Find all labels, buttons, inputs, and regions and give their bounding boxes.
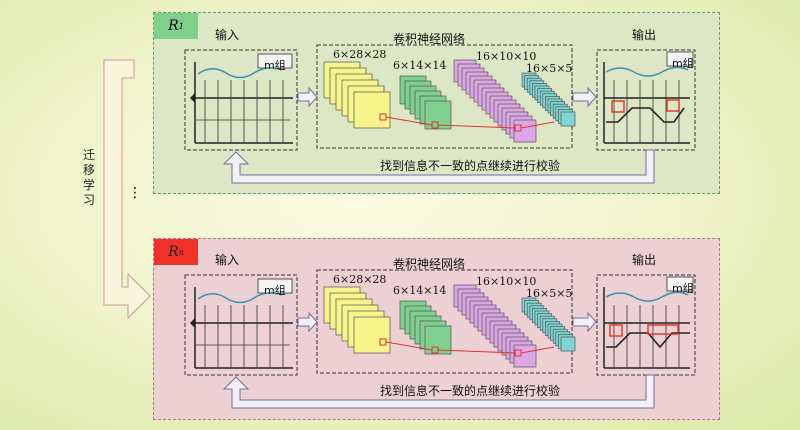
signal-wave: [605, 291, 689, 302]
output-trace: [606, 107, 685, 123]
arrow-head: [190, 93, 195, 103]
mismatch-box: [611, 100, 625, 113]
flow-arrow: [572, 86, 597, 108]
layer3-dims: 16×10×10: [476, 275, 537, 288]
feature-map-layer1: [353, 316, 391, 354]
input-label: 输入: [215, 28, 240, 42]
feedback-arrow: [222, 374, 655, 409]
conv-link: [520, 121, 555, 129]
layer1-dims: 6×28×28: [333, 48, 387, 61]
input-box: [184, 49, 298, 151]
transfer-learning-label: 迁移学习: [82, 148, 95, 207]
output-label: 输出: [632, 28, 657, 42]
feedback-label: 找到信息不一致的点继续进行校验: [380, 384, 561, 398]
layer3-dims: 16×10×10: [476, 50, 537, 63]
conv-link: [385, 341, 433, 351]
group-in-label: m组: [264, 284, 286, 297]
cnn-box: [316, 44, 573, 149]
signal-wave: [605, 66, 689, 77]
flow-arrow: [297, 86, 318, 108]
flow-arrow: [572, 311, 597, 333]
mismatch-box: [609, 324, 623, 337]
feature-map-layer1: [353, 91, 391, 129]
conv-link: [437, 124, 517, 129]
output-label: 输出: [632, 253, 657, 267]
group-out-tag: [666, 51, 694, 67]
feedback-label: 找到信息不一致的点继续进行校验: [380, 159, 561, 173]
cnn-label: 卷积神经网络: [393, 257, 466, 271]
transfer-arrow: [103, 59, 151, 320]
layer1-dims: 6×28×28: [333, 273, 387, 286]
feedback-arrow: [222, 149, 655, 184]
group-out-label: m组: [672, 57, 694, 70]
signal-wave: [197, 291, 283, 304]
layer4-dims: 16×5×5: [526, 62, 573, 75]
mismatch-box: [647, 324, 679, 335]
layer2-dims: 6×14×14: [393, 59, 447, 72]
signal-wave: [197, 66, 283, 79]
conv-link: [385, 116, 433, 126]
group-in-label: m组: [264, 59, 286, 72]
kernel-box: [514, 124, 522, 132]
input-box: [184, 274, 298, 376]
ellipsis-icon: ⋮: [128, 185, 142, 201]
input-label: 输入: [215, 253, 240, 267]
arrow-head: [190, 318, 195, 328]
layer4-dims: 16×5×5: [526, 287, 573, 300]
output-trace: [606, 332, 690, 349]
cnn-box: [316, 269, 573, 374]
conv-link: [520, 346, 555, 354]
feature-map-layer4: [560, 336, 576, 352]
layer2-dims: 6×14×14: [393, 284, 447, 297]
feature-map-layer4: [560, 111, 576, 127]
mismatch-box: [666, 99, 680, 112]
flow-arrow: [297, 311, 318, 333]
cnn-label: 卷积神经网络: [393, 32, 466, 46]
group-out-tag: [666, 276, 694, 292]
group-out-label: m组: [672, 282, 694, 295]
conv-link: [437, 349, 517, 354]
